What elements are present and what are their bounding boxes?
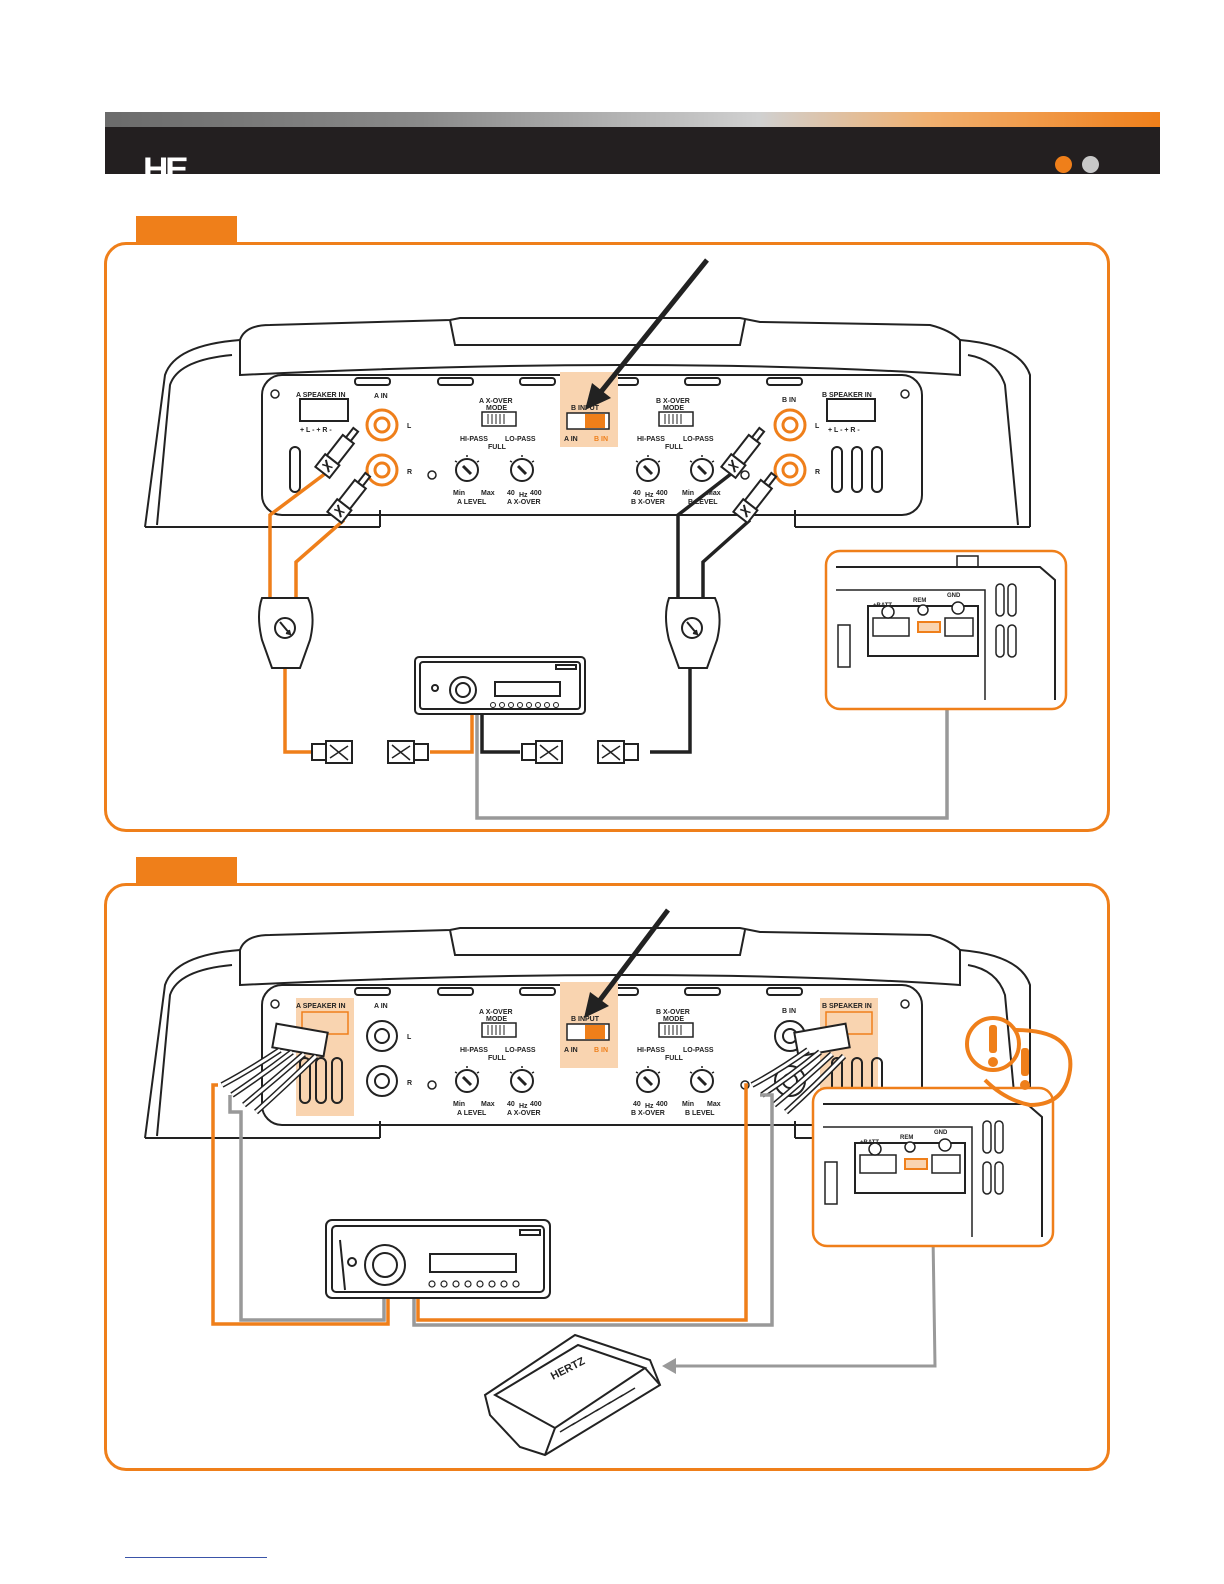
svg-text:40: 40 [507,1101,515,1108]
svg-text:HI-PASS: HI-PASS [460,436,488,443]
svg-text:Max: Max [707,490,721,497]
svg-text:L: L [815,423,820,430]
header-gradient-stripe [105,112,1160,127]
svg-text:400: 400 [530,1101,542,1108]
svg-text:LO-PASS: LO-PASS [683,1047,714,1054]
svg-text:Min: Min [453,490,465,497]
svg-text:R: R [407,469,412,476]
svg-text:LO-PASS: LO-PASS [505,1047,536,1054]
svg-text:400: 400 [530,490,542,497]
head-unit [414,656,586,715]
svg-text:B X-OVER: B X-OVER [656,1009,690,1016]
svg-text:A X-OVER: A X-OVER [479,398,513,405]
svg-text:Max: Max [707,1101,721,1108]
svg-text:A X-OVER: A X-OVER [507,499,541,506]
svg-text:R: R [407,1080,412,1087]
svg-text:Max: Max [481,1101,495,1108]
svg-text:A LEVEL: A LEVEL [457,499,487,506]
svg-text:FULL: FULL [665,444,684,451]
svg-text:Min: Min [453,1101,465,1108]
svg-text:A IN: A IN [564,1047,578,1054]
rca-wiring-diagram: A SPEAKER IN + L - + R - A IN L R A X-OV… [144,258,1068,820]
svg-text:B IN: B IN [782,397,796,404]
power-terminal-inset: +BATT REM GND [824,549,1068,711]
svg-text:B X-OVER: B X-OVER [631,499,665,506]
svg-text:LO-PASS: LO-PASS [505,436,536,443]
warning-icon [965,1016,1073,1108]
svg-text:A X-OVER: A X-OVER [507,1110,541,1117]
svg-text:+BATT: +BATT [873,603,892,609]
svg-text:A SPEAKER IN: A SPEAKER IN [296,392,346,399]
svg-text:Hz: Hz [519,1103,528,1110]
svg-text:B SPEAKER IN: B SPEAKER IN [822,392,872,399]
svg-text:Hz: Hz [645,492,654,499]
svg-text:Hz: Hz [519,492,528,499]
svg-text:+ L - + R -: + L - + R - [828,427,860,434]
svg-text:FULL: FULL [488,1055,507,1062]
svg-text:B X-OVER: B X-OVER [631,1110,665,1117]
svg-text:FULL: FULL [665,1055,684,1062]
svg-text:L: L [407,423,412,430]
svg-text:400: 400 [656,1101,668,1108]
svg-text:HI-PASS: HI-PASS [637,1047,665,1054]
svg-text:MODE: MODE [663,1016,684,1023]
page-header: HE [105,112,1160,187]
panel-2: A SPEAKER IN A IN L R A X-OVER MODE HI-P… [104,883,1110,1471]
header-dark-band: HE [105,127,1160,187]
svg-text:40: 40 [633,1101,641,1108]
second-amplifier [483,1333,662,1457]
svg-text:GND: GND [934,1130,948,1136]
svg-text:Min: Min [682,1101,694,1108]
svg-text:A IN: A IN [374,1003,388,1010]
svg-text:400: 400 [656,490,668,497]
svg-text:B INPUT: B INPUT [571,405,600,412]
svg-text:R: R [815,469,820,476]
svg-text:MODE: MODE [663,405,684,412]
svg-text:Max: Max [481,490,495,497]
svg-text:B X-OVER: B X-OVER [656,398,690,405]
svg-text:MODE: MODE [486,405,507,412]
speaker-level-wiring-diagram: A SPEAKER IN A IN L R A X-OVER MODE HI-P… [144,908,1073,1457]
footer-link-line [125,1557,267,1558]
svg-text:+ L - + R -: + L - + R - [300,427,332,434]
brand-logo: HE [143,151,189,187]
page-indicator-grey-dot [1082,156,1099,173]
svg-text:LO-PASS: LO-PASS [683,436,714,443]
svg-text:+BATT: +BATT [860,1140,879,1146]
svg-text:40: 40 [633,490,641,497]
svg-text:A LEVEL: A LEVEL [457,1110,487,1117]
svg-text:REM: REM [913,598,926,604]
svg-text:B INPUT: B INPUT [571,1016,600,1023]
svg-text:Hz: Hz [645,1103,654,1110]
svg-text:B SPEAKER IN: B SPEAKER IN [822,1003,872,1010]
svg-text:B LEVEL: B LEVEL [688,499,718,506]
svg-text:GND: GND [947,593,961,599]
svg-text:L: L [407,1034,412,1041]
svg-text:B LEVEL: B LEVEL [685,1110,715,1117]
panel-1-tab [136,216,237,244]
svg-text:A IN: A IN [374,393,388,400]
panel-2-tab [136,857,237,885]
svg-text:REM: REM [900,1135,913,1141]
svg-text:HI-PASS: HI-PASS [637,436,665,443]
svg-text:A X-OVER: A X-OVER [479,1009,513,1016]
svg-text:MODE: MODE [486,1016,507,1023]
svg-text:B IN: B IN [594,436,608,443]
svg-text:A SPEAKER IN: A SPEAKER IN [296,1003,346,1010]
svg-text:FULL: FULL [488,444,507,451]
svg-text:B IN: B IN [594,1047,608,1054]
svg-text:B IN: B IN [782,1008,796,1015]
panel-1: A SPEAKER IN + L - + R - A IN L R A X-OV… [104,242,1110,832]
svg-text:40: 40 [507,490,515,497]
page-indicator-orange-dot [1055,156,1072,173]
svg-text:Min: Min [682,490,694,497]
svg-text:A IN: A IN [564,436,578,443]
svg-text:HI-PASS: HI-PASS [460,1047,488,1054]
